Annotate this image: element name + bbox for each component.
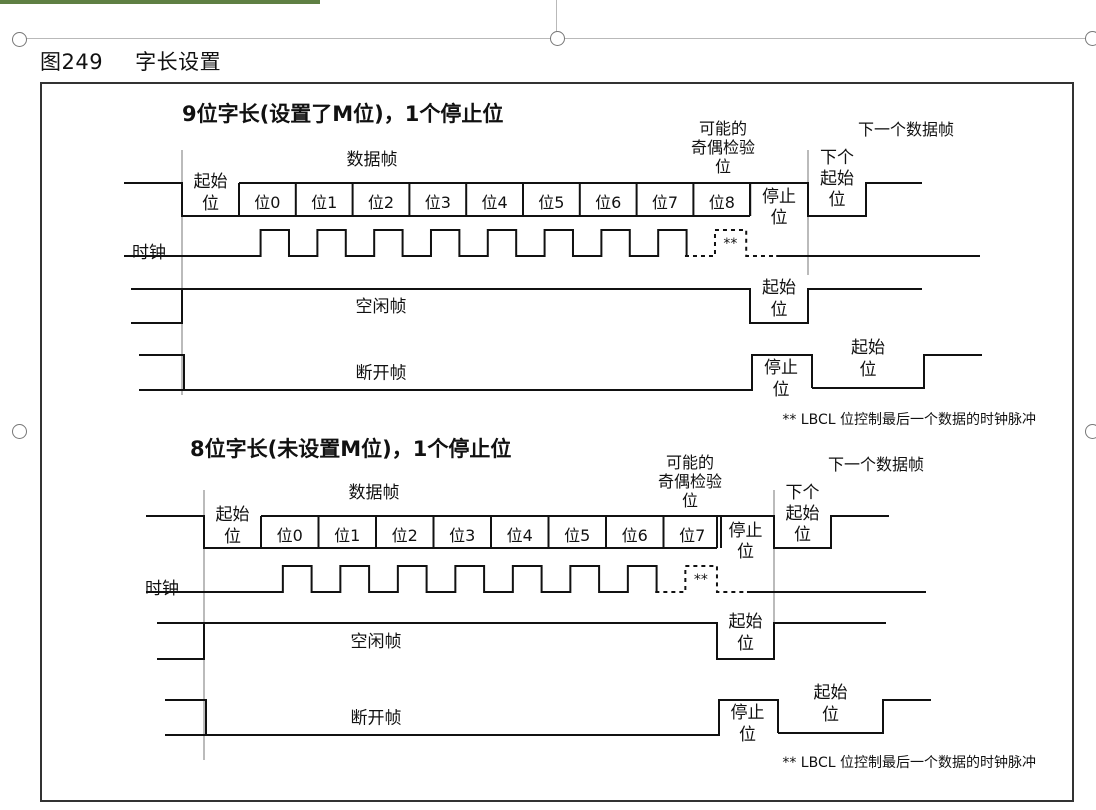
resize-handle-left[interactable] — [12, 424, 27, 439]
d1-clock-marker: ** — [723, 236, 737, 252]
d1-clock-label: 时钟 — [132, 243, 166, 263]
d1-parity-label: 奇偶检验 — [691, 138, 755, 157]
d1-data-bit-label: 位6 — [595, 193, 621, 212]
d2-parity-label: 可能的 — [666, 453, 714, 472]
d1-idle-start-bit-label: 起始 — [762, 278, 796, 298]
resize-handle-right[interactable] — [1085, 424, 1096, 439]
d2-stop-bit-label: 位 — [737, 542, 754, 562]
d1-data-bit-label: 位7 — [652, 193, 678, 212]
d2-last-clock-pulse — [655, 565, 747, 593]
d1-break-start-bit-label: 位 — [860, 360, 877, 380]
d2-data-frame-label: 数据帧 — [349, 483, 400, 503]
d1-start-bit-label: 起始 — [194, 172, 228, 192]
resize-handle-top[interactable] — [550, 31, 565, 46]
d2-clock-marker: ** — [694, 572, 708, 588]
d2-break-stop-bit-label: 位 — [739, 725, 756, 745]
d2-idle-waveform — [157, 622, 886, 660]
d1-clock-waveform — [124, 229, 688, 257]
d2-data-bit-label: 位1 — [334, 526, 360, 545]
d2-next-start-bit-label: 位 — [794, 525, 811, 545]
selection-rotate-stem — [556, 0, 557, 38]
d2-break-frame-label: 断开帧 — [351, 709, 402, 729]
d2-title: 8位字长(未设置M位)，1个停止位 — [190, 437, 511, 461]
d2-break-start-bit-label: 起始 — [814, 683, 848, 703]
d2-parity-label: 位 — [682, 491, 698, 510]
d2-break-stop-start — [778, 699, 931, 734]
d2-data-bit-label: 位5 — [564, 526, 590, 545]
d1-data-frame-label: 数据帧 — [347, 150, 398, 170]
d1-next-start-bit-label: 位 — [829, 190, 846, 210]
window-top-accent — [0, 0, 320, 4]
d1-data-bit-label: 位5 — [538, 193, 564, 212]
d1-idle-waveform — [131, 288, 922, 324]
d1-last-clock-pulse — [684, 229, 777, 257]
d2-stop-and-next-start — [716, 515, 889, 549]
d1-footnote: ** LBCL 位控制最后一个数据的时钟脉冲 — [782, 411, 1036, 428]
d2-next-start-bit-label: 下个 — [786, 483, 820, 503]
d1-idle-start-bit-label: 位 — [771, 300, 788, 320]
d1-parity-label: 可能的 — [699, 119, 747, 138]
d1-data-bit-label: 位8 — [709, 193, 735, 212]
d2-start-bit-label: 起始 — [216, 505, 250, 525]
figure-number: 图249 — [40, 50, 104, 74]
d2-data-bit-label: 位2 — [392, 526, 418, 545]
d2-footnote: ** LBCL 位控制最后一个数据的时钟脉冲 — [782, 754, 1036, 771]
d2-clock-label: 时钟 — [145, 579, 179, 599]
d1-stop-and-next-start — [749, 182, 922, 217]
diagram-frame — [40, 82, 1074, 802]
d1-data-bit-label: 位4 — [482, 193, 508, 212]
d1-break-waveform — [139, 354, 813, 391]
d1-parity-label: 位 — [715, 157, 731, 176]
d1-title: 9位字长(设置了M位)，1个停止位 — [182, 102, 503, 126]
d1-data-bit-label: 位1 — [311, 193, 337, 212]
d1-break-stop-start — [812, 354, 982, 389]
d1-break-stop-bit-label: 停止 — [764, 358, 798, 378]
d2-parity-label: 奇偶检验 — [658, 472, 722, 491]
d1-stop-bit-label: 位 — [771, 208, 788, 228]
d2-idle-start-bit-label: 位 — [737, 634, 754, 654]
d1-data-bit-label: 位0 — [254, 193, 280, 212]
d2-data-bit-label: 位0 — [277, 526, 303, 545]
d1-next-start-bit-label: 起始 — [820, 169, 854, 189]
d1-idle-frame-label: 空闲帧 — [356, 297, 407, 317]
d2-stop-bit-label: 停止 — [729, 521, 763, 541]
d2-data-bit-label: 位3 — [449, 526, 475, 545]
d2-next-frame-label: 下一个数据帧 — [828, 455, 924, 474]
d2-next-start-bit-label: 起始 — [786, 504, 820, 524]
d2-break-stop-bit-label: 停止 — [731, 703, 765, 723]
d2-data-bit-label: 位6 — [622, 526, 648, 545]
resize-handle-top-right[interactable] — [1085, 31, 1096, 46]
d2-idle-start-bit-label: 起始 — [729, 612, 763, 632]
d2-data-bit-label: 位4 — [507, 526, 533, 545]
d2-data-bit-label: 位7 — [679, 526, 705, 545]
figure-title: 字长设置 — [135, 50, 222, 74]
figure-caption: 图249 字长设置 — [40, 46, 253, 76]
d1-next-start-bit-label: 下个 — [820, 148, 854, 168]
resize-handle-top-left[interactable] — [12, 32, 27, 47]
d1-break-frame-label: 断开帧 — [356, 364, 407, 384]
d1-stop-bit-label: 停止 — [762, 187, 796, 207]
d2-idle-frame-label: 空闲帧 — [351, 632, 402, 652]
d1-next-frame-label: 下一个数据帧 — [858, 120, 954, 139]
d1-data-bit-label: 位3 — [425, 193, 451, 212]
d2-break-start-bit-label: 位 — [822, 705, 839, 725]
d2-clock-waveform — [146, 565, 658, 593]
d2-break-waveform — [165, 699, 779, 736]
d1-data-bit-label: 位2 — [368, 193, 394, 212]
d2-start-bit-label: 位 — [224, 527, 241, 547]
d1-break-stop-bit-label: 位 — [773, 380, 790, 400]
d1-start-bit-label: 位 — [202, 194, 219, 214]
d1-break-start-bit-label: 起始 — [851, 338, 885, 358]
